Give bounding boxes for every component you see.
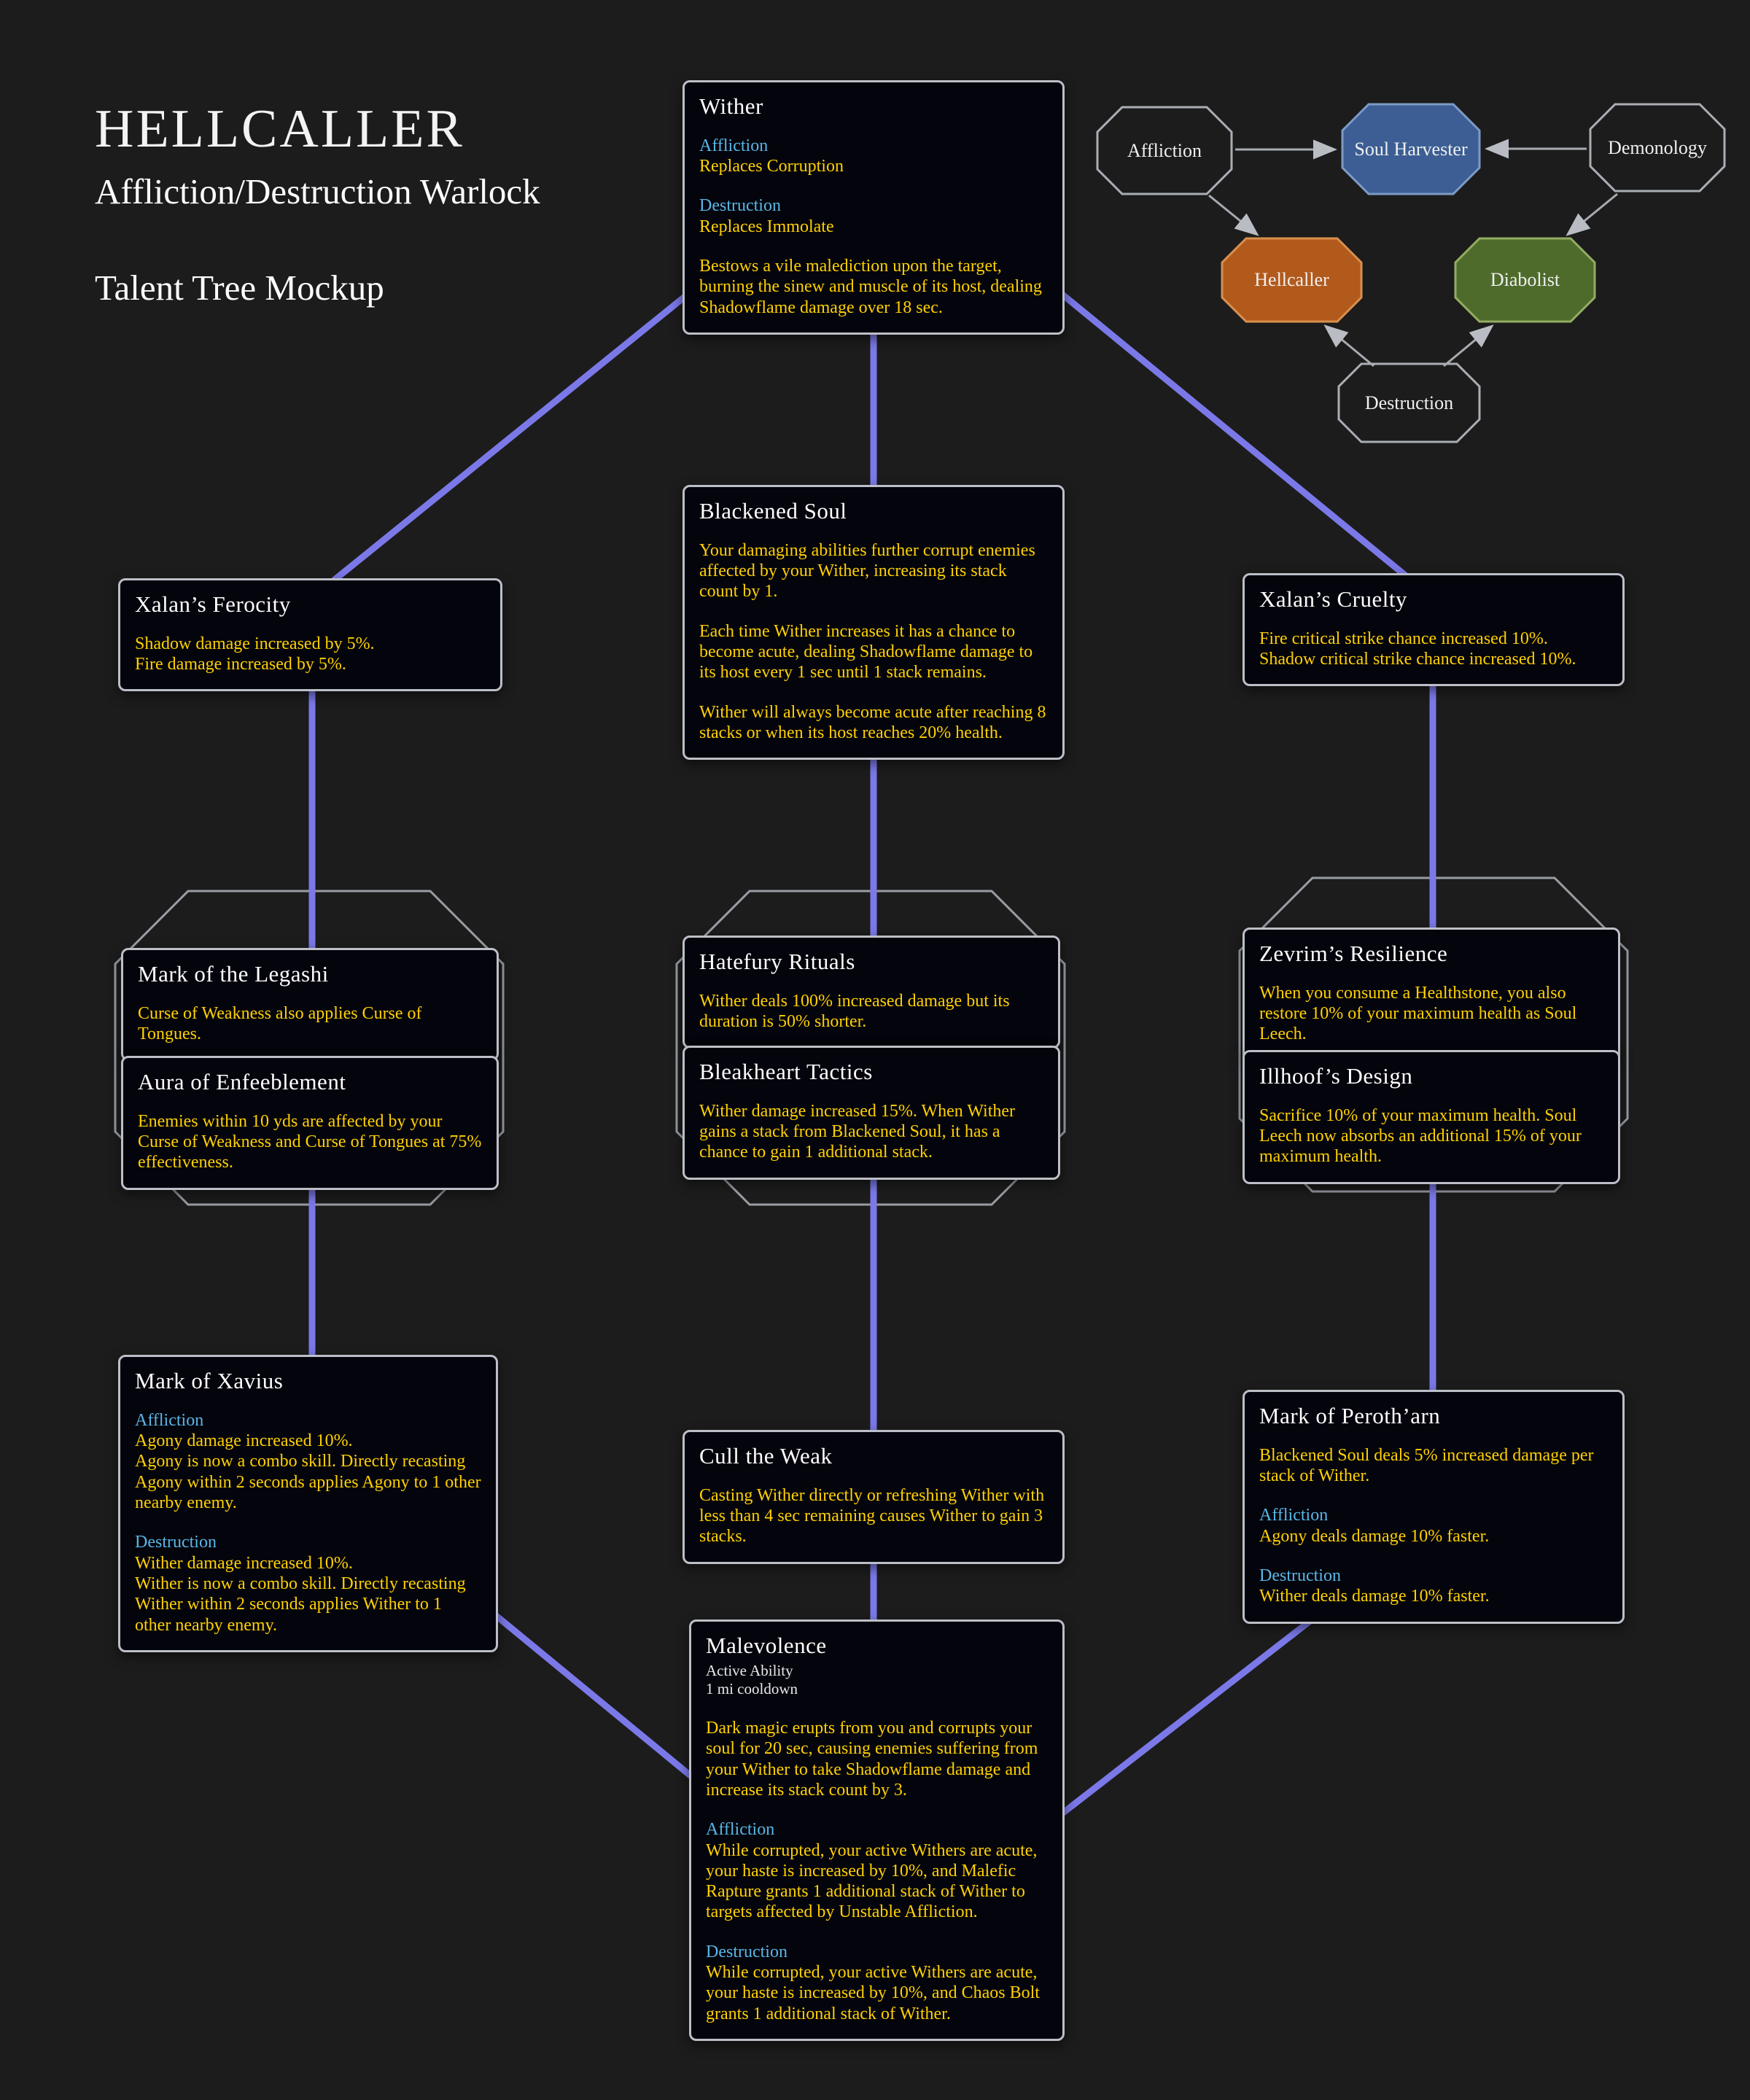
blackened-soul-p2: Each time Wither increases it has a chan… (699, 621, 1033, 682)
zevrims-resilience-body: When you consume a Healthstone, you also… (1259, 983, 1577, 1044)
illhoofs-design-title: Illhoof’s Design (1259, 1063, 1413, 1089)
talent-box-bleakheart-tactics[interactable]: Bleakheart Tactics Wither damage increas… (682, 1046, 1060, 1180)
aura-of-enfeeblement-body: Enemies within 10 yds are affected by yo… (138, 1111, 482, 1172)
mark-of-xavius-affliction-line1: Agony damage increased 10%. (135, 1431, 353, 1451)
page-header: HELLCALLER Affliction/Destruction Warloc… (95, 102, 540, 308)
xalans-cruelty-body: Fire critical strike chance increased 10… (1259, 629, 1576, 669)
mark-of-perotharn-affliction-effect: Agony deals damage 10% faster. (1259, 1526, 1490, 1546)
talent-box-malevolence[interactable]: Malevolence Active Ability 1 mi cooldown… (689, 1619, 1065, 2041)
xalans-ferocity-line2: Fire damage increased by 5%. (135, 655, 346, 674)
wither-affliction-label: Affliction (699, 136, 769, 155)
mark-of-xavius-destruction-line2: Wither is now a combo skill. Directly re… (135, 1574, 466, 1635)
malevolence-affliction-effect: While corrupted, your active Withers are… (706, 1840, 1038, 1922)
malevolence-cooldown: 1 mi cooldown (706, 1680, 798, 1698)
hex-hellcaller-shape[interactable] (1221, 237, 1363, 323)
talent-box-mark-of-the-legashi[interactable]: Mark of the Legashi Curse of Weakness al… (121, 948, 499, 1062)
xalans-cruelty-title: Xalan’s Cruelty (1259, 586, 1407, 612)
talent-box-wither[interactable]: Wither Affliction Replaces Corruption De… (682, 80, 1065, 335)
mark-of-perotharn-affliction-label: Affliction (1259, 1506, 1329, 1525)
choice-octagon-left (114, 890, 505, 1206)
arrow-demonology-diabolist (1566, 192, 1618, 236)
bleakheart-tactics-title: Bleakheart Tactics (699, 1059, 873, 1084)
arrow-destruction-hellcaller (1323, 324, 1374, 368)
arrow-affliction-hellcaller (1208, 194, 1259, 236)
connector-wither-cruelty (1048, 281, 1435, 601)
arrow-destruction-diabolist (1443, 324, 1494, 368)
mark-of-xavius-destruction-line1: Wither damage increased 10%. (135, 1553, 353, 1573)
hex-affliction-shape[interactable] (1096, 106, 1233, 195)
choice-octagon-center (675, 890, 1066, 1206)
wither-title: Wither (699, 93, 763, 119)
mark-of-xavius-destruction-label: Destruction (135, 1533, 217, 1552)
xalans-ferocity-line1: Shadow damage increased by 5%. (135, 634, 375, 653)
wither-description: Bestows a vile malediction upon the targ… (699, 256, 1042, 317)
illhoofs-design-body: Sacrifice 10% of your maximum health. So… (1259, 1105, 1582, 1167)
bleakheart-tactics-body: Wither damage increased 15%. When Wither… (699, 1101, 1016, 1162)
hex-diabolist-shape[interactable] (1454, 237, 1596, 323)
mark-of-xavius-title: Mark of Xavius (135, 1368, 284, 1393)
talent-box-blackened-soul[interactable]: Blackened Soul Your damaging abilities f… (682, 485, 1065, 761)
aura-of-enfeeblement-title: Aura of Enfeeblement (138, 1069, 346, 1094)
wither-affliction-effect: Replaces Corruption (699, 157, 844, 176)
wither-destruction-effect: Replaces Immolate (699, 217, 834, 236)
malevolence-destruction-effect: While corrupted, your active Withers are… (706, 1963, 1040, 2023)
talent-box-zevrims-resilience[interactable]: Zevrim’s Resilience When you consume a H… (1242, 928, 1620, 1062)
xalans-ferocity-title: Xalan’s Ferocity (135, 591, 291, 617)
talent-box-mark-of-xavius[interactable]: Mark of Xavius Affliction Agony damage i… (118, 1355, 498, 1652)
mark-of-the-legashi-title: Mark of the Legashi (138, 961, 329, 987)
talent-box-xalans-ferocity[interactable]: Xalan’s Ferocity Shadow damage increased… (118, 578, 502, 692)
malevolence-title: Malevolence (706, 1633, 827, 1658)
hex-soul-harvester-shape[interactable] (1341, 103, 1481, 195)
malevolence-affliction-label: Affliction (706, 1820, 775, 1840)
hex-demonology-shape[interactable] (1589, 103, 1726, 192)
connector-perotharn-malevolence (1048, 1605, 1329, 1826)
hatefury-rituals-title: Hatefury Rituals (699, 949, 855, 974)
talent-box-aura-of-enfeeblement[interactable]: Aura of Enfeeblement Enemies within 10 y… (121, 1056, 499, 1190)
mark-of-perotharn-title: Mark of Peroth’arn (1259, 1403, 1441, 1428)
talent-box-illhoofs-design[interactable]: Illhoof’s Design Sacrifice 10% of your m… (1242, 1050, 1620, 1184)
malevolence-destruction-label: Destruction (706, 1942, 788, 1961)
zevrims-resilience-title: Zevrim’s Resilience (1259, 941, 1448, 966)
blackened-soul-p1: Your damaging abilities further corrupt … (699, 540, 1035, 602)
talent-box-mark-of-perotharn[interactable]: Mark of Peroth’arn Blackened Soul deals … (1242, 1390, 1625, 1624)
hatefury-rituals-body: Wither deals 100% increased damage but i… (699, 991, 1010, 1032)
malevolence-description: Dark magic erupts from you and corrupts … (706, 1718, 1038, 1800)
page-tagline: Talent Tree Mockup (95, 267, 384, 308)
blackened-soul-p3: Wither will always become acute after re… (699, 702, 1046, 742)
mark-of-perotharn-body: Blackened Soul deals 5% increased damage… (1259, 1445, 1594, 1486)
choice-octagon-right (1238, 876, 1629, 1193)
mark-of-xavius-affliction-label: Affliction (135, 1410, 204, 1430)
mark-of-the-legashi-body: Curse of Weakness also applies Curse of … (138, 1003, 422, 1044)
talent-box-xalans-cruelty[interactable]: Xalan’s Cruelty Fire critical strike cha… (1242, 573, 1625, 687)
page-title: HELLCALLER (95, 99, 464, 159)
talent-box-cull-the-weak[interactable]: Cull the Weak Casting Wither directly or… (682, 1430, 1065, 1564)
mark-of-xavius-affliction-line2: Agony is now a combo skill. Directly rec… (135, 1452, 481, 1512)
connector-wither-ferocity (310, 281, 702, 601)
talent-box-hatefury-rituals[interactable]: Hatefury Rituals Wither deals 100% incre… (682, 936, 1060, 1049)
cull-the-weak-title: Cull the Weak (699, 1443, 833, 1469)
mark-of-perotharn-destruction-effect: Wither deals damage 10% faster. (1259, 1587, 1490, 1606)
connector-xavius-malevolence (475, 1598, 706, 1789)
page-subtitle: Affliction/Destruction Warlock (95, 171, 540, 211)
mark-of-perotharn-destruction-label: Destruction (1259, 1566, 1341, 1585)
cull-the-weak-body: Casting Wither directly or refreshing Wi… (699, 1485, 1045, 1547)
hex-destruction-shape[interactable] (1337, 362, 1481, 443)
blackened-soul-title: Blackened Soul (699, 498, 847, 524)
wither-destruction-label: Destruction (699, 196, 781, 216)
malevolence-ability-type: Active Ability (706, 1661, 793, 1679)
